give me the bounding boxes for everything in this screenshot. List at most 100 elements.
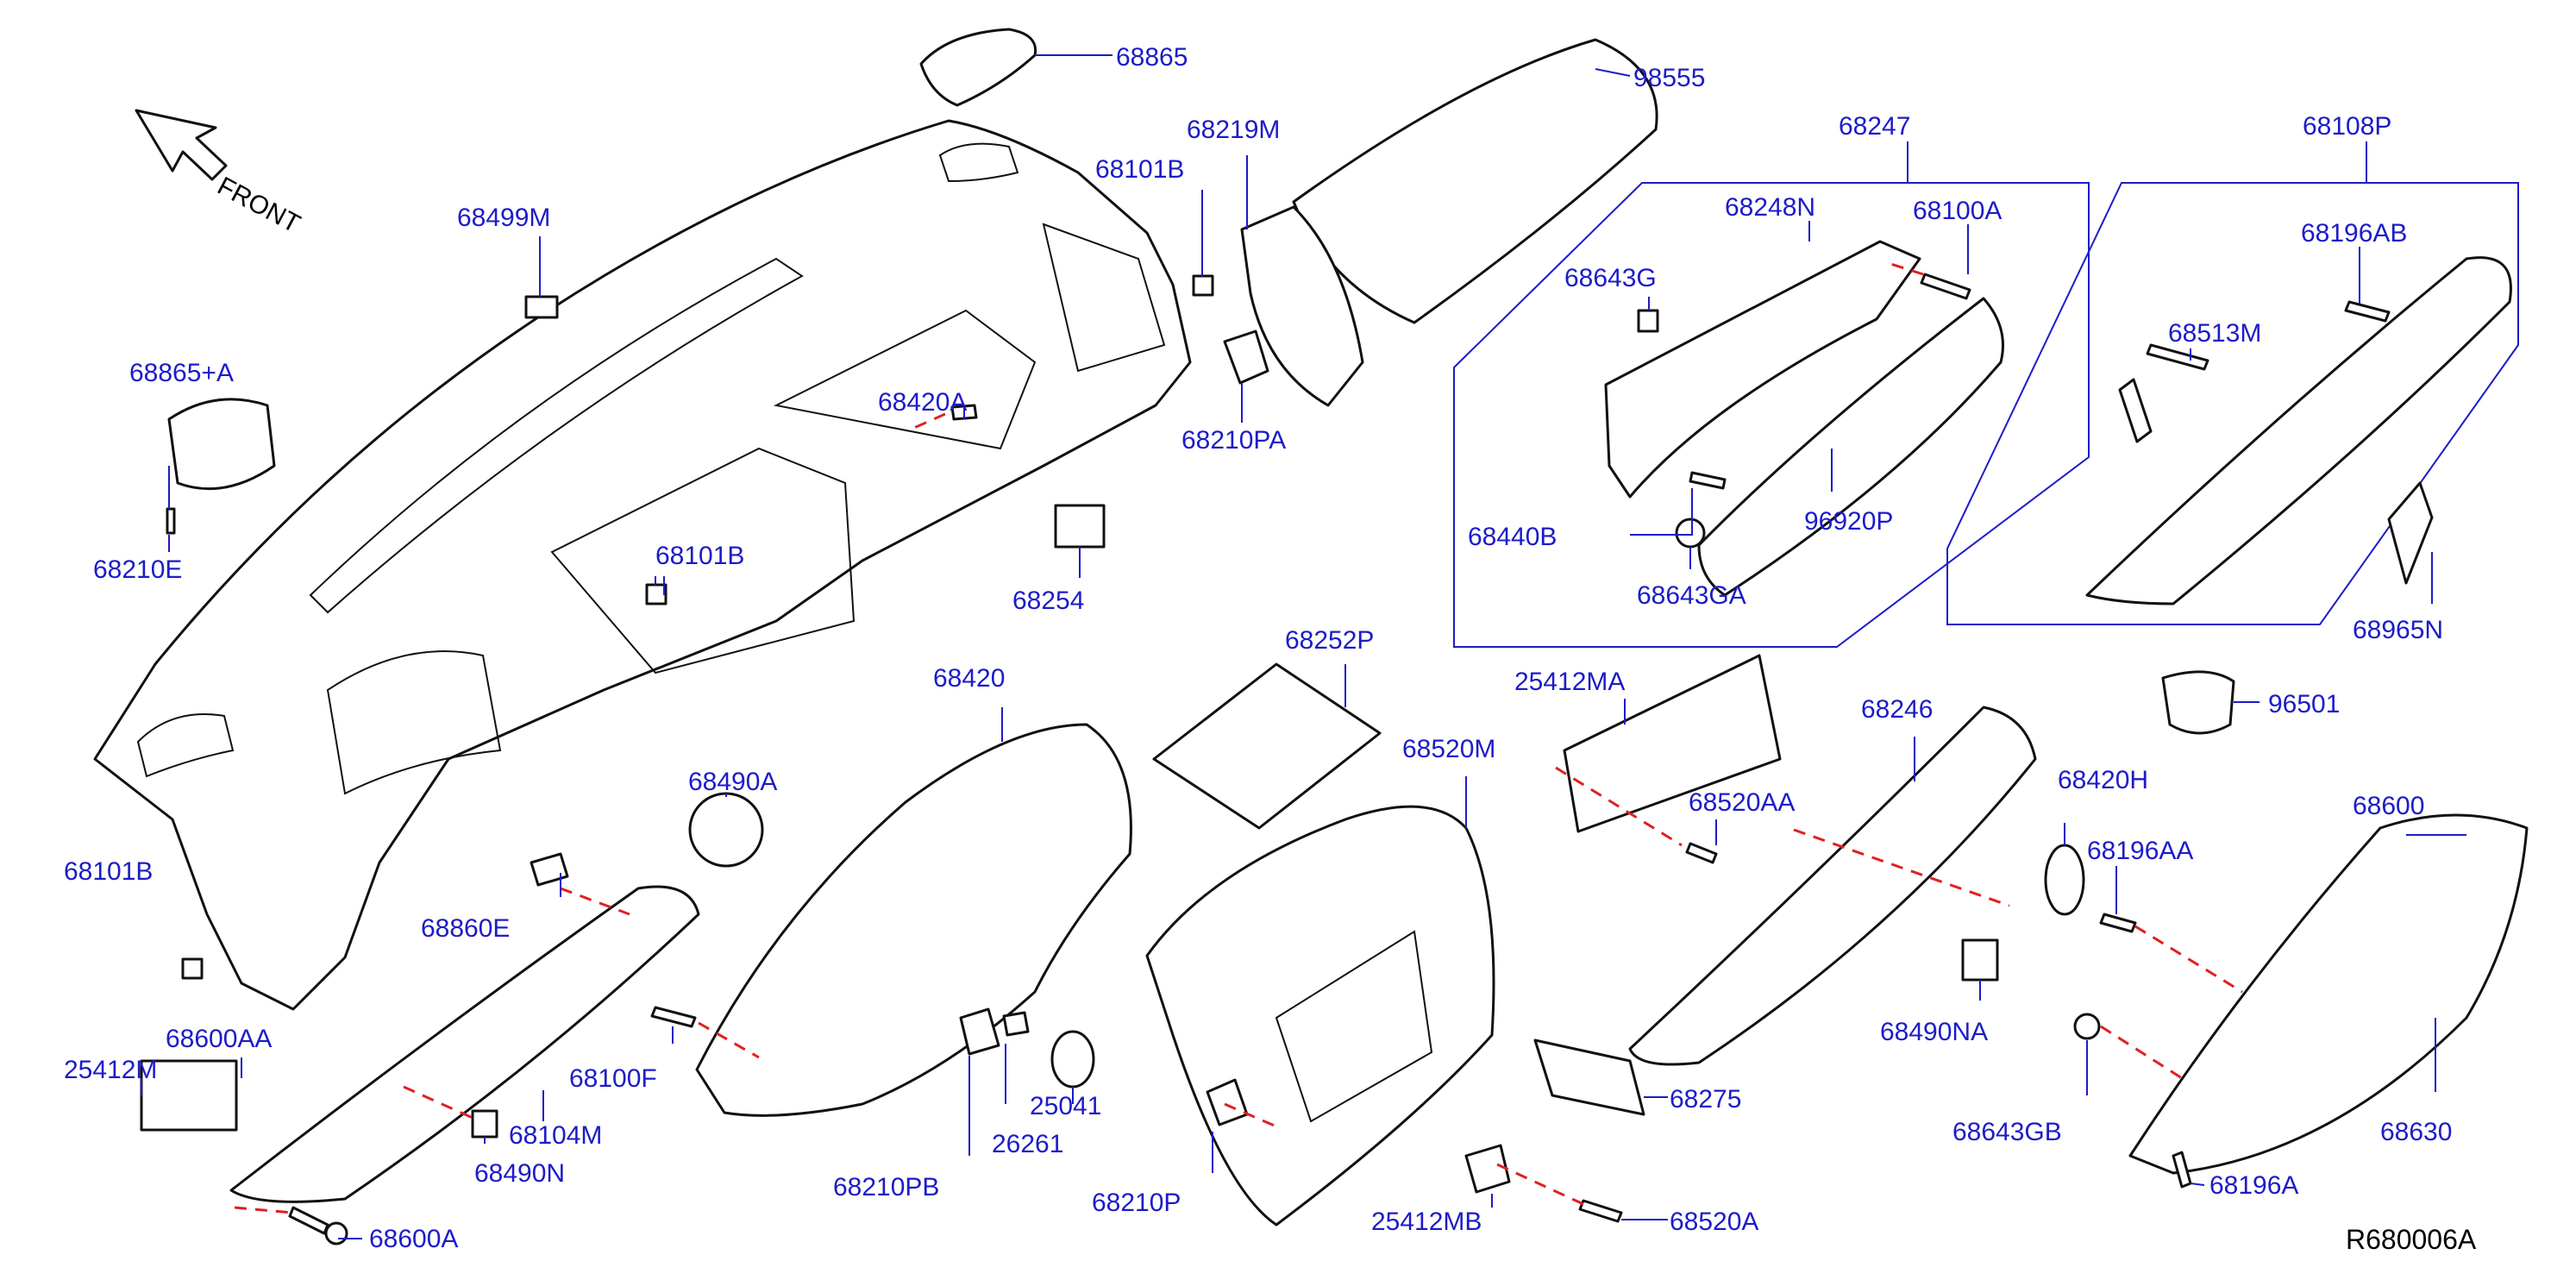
- callout-68210pb: 68210PB: [833, 1173, 939, 1202]
- callout-68965n: 68965N: [2353, 616, 2443, 644]
- callout-68101b-mid: 68101B: [655, 542, 744, 570]
- part-68490a: [688, 792, 764, 868]
- part-68254: [1054, 504, 1106, 549]
- part-bolt-68196ab: [2344, 300, 2391, 323]
- callout-68219m: 68219M: [1187, 116, 1280, 144]
- part-68219m: [1240, 205, 1364, 407]
- callout-96920p: 96920P: [1804, 507, 1893, 536]
- part-68490n: [471, 1109, 498, 1139]
- callout-68630: 68630: [2380, 1118, 2452, 1146]
- callout-68490a: 68490A: [688, 768, 777, 796]
- part-96920p: [1697, 297, 2004, 597]
- callout-68247: 68247: [1839, 112, 1910, 141]
- part-68210pa: [1223, 329, 1269, 385]
- group-frame-68247: [1453, 182, 2090, 648]
- callout-26261: 26261: [992, 1130, 1063, 1158]
- part-screw-68210e: [166, 507, 176, 535]
- part-68520m: [1145, 805, 1495, 1227]
- part-bolt-68440b: [1689, 471, 1727, 490]
- callout-68643ga: 68643GA: [1637, 581, 1746, 610]
- callout-68860e: 68860E: [421, 914, 510, 943]
- part-clip-68499m: [524, 295, 559, 319]
- part-26261: [1002, 1011, 1030, 1037]
- part-98555: [1292, 38, 1658, 324]
- part-bolt-68196a: [2172, 1151, 2192, 1189]
- part-bolt-68520a: [1578, 1199, 1623, 1223]
- part-bolt-68513m: [2146, 343, 2209, 371]
- callout-25412m: 25412M: [64, 1056, 157, 1084]
- callout-68254: 68254: [1012, 587, 1084, 615]
- part-side-cover: [167, 398, 276, 491]
- part-68643gb: [2073, 1013, 2101, 1040]
- part-68490na: [1961, 938, 1999, 982]
- callout-68210e: 68210E: [93, 555, 182, 584]
- part-instrument-panel: [93, 119, 1192, 1011]
- callout-68420: 68420: [933, 664, 1005, 693]
- callout-68865: 68865: [1116, 43, 1188, 72]
- part-68210pb: [959, 1007, 1000, 1056]
- callout-68643gb: 68643GB: [1952, 1118, 2062, 1146]
- guide-68490n: [403, 1085, 473, 1120]
- guide-68520a: [1496, 1163, 1584, 1206]
- front-label: FRONT: [213, 172, 305, 239]
- callout-68210pa: 68210PA: [1181, 426, 1286, 455]
- part-bolt-head-68600a: [324, 1221, 348, 1245]
- part-68108p: [2085, 256, 2512, 605]
- part-25412m: [140, 1059, 238, 1132]
- callout-68210p: 68210P: [1092, 1189, 1181, 1217]
- guide-68210p: [1224, 1102, 1277, 1128]
- part-25041: [1050, 1030, 1095, 1089]
- callout-68101b-left: 68101B: [64, 857, 153, 886]
- part-68600: [2128, 813, 2529, 1175]
- callout-68275: 68275: [1670, 1085, 1741, 1114]
- guide-68600a: [234, 1206, 294, 1214]
- callout-68490na: 68490NA: [1880, 1018, 1988, 1046]
- callout-68252p: 68252P: [1285, 626, 1374, 655]
- guide-68520aa: [1555, 766, 1683, 847]
- callout-68520aa: 68520AA: [1689, 788, 1795, 817]
- part-bolt-68100f: [650, 1006, 697, 1028]
- callout-68101b-top: 68101B: [1095, 155, 1184, 184]
- callout-25412ma: 25412MA: [1514, 668, 1625, 696]
- callout-68600aa: 68600AA: [166, 1025, 272, 1053]
- callout-68100a: 68100A: [1913, 197, 2002, 225]
- front-arrow-icon: [135, 109, 228, 181]
- guide-68196aa: [2134, 925, 2243, 994]
- callout-68520m: 68520M: [1402, 735, 1495, 763]
- part-68275: [1533, 1038, 1645, 1116]
- part-68246: [1628, 706, 2037, 1066]
- part-68420h: [2044, 844, 2085, 916]
- callout-68248n: 68248N: [1725, 193, 1815, 222]
- part-bolt-68600a: [288, 1206, 329, 1235]
- callout-68440b: 68440B: [1468, 523, 1557, 551]
- part-68420: [695, 723, 1132, 1117]
- part-68513m: [2118, 378, 2153, 443]
- callout-68499m: 68499M: [457, 204, 550, 232]
- part-bolt-68196aa: [2099, 913, 2137, 933]
- part-68860e: [530, 852, 569, 887]
- leader-lines: [141, 54, 2466, 1239]
- guide-68100a: [1884, 260, 1924, 276]
- callout-25041: 25041: [1030, 1092, 1101, 1120]
- callout-68246: 68246: [1861, 695, 1933, 724]
- callout-96501: 96501: [2268, 690, 2340, 718]
- callout-68196a: 68196A: [2209, 1171, 2298, 1200]
- part-96501: [2161, 670, 2235, 735]
- callout-68643g: 68643G: [1564, 264, 1657, 292]
- guide-68246: [1793, 828, 2010, 907]
- part-68643g: [1637, 309, 1659, 333]
- part-25412ma: [1563, 654, 1782, 833]
- callout-25412mb: 25412MB: [1371, 1208, 1482, 1236]
- part-nut-left: [181, 957, 204, 980]
- part-68252p: [1152, 662, 1382, 830]
- part-nut-mid: [645, 583, 668, 605]
- callout-68513m: 68513M: [2168, 319, 2261, 348]
- part-bolt-68520aa: [1685, 842, 1718, 864]
- callout-68600: 68600: [2353, 792, 2424, 820]
- part-bolt-68100a: [1920, 273, 1971, 300]
- callout-68420a: 68420A: [878, 388, 967, 417]
- part-nut-top: [1192, 274, 1214, 297]
- reference-code: R680006A: [2346, 1224, 2477, 1255]
- part-68248n: [1604, 240, 1921, 499]
